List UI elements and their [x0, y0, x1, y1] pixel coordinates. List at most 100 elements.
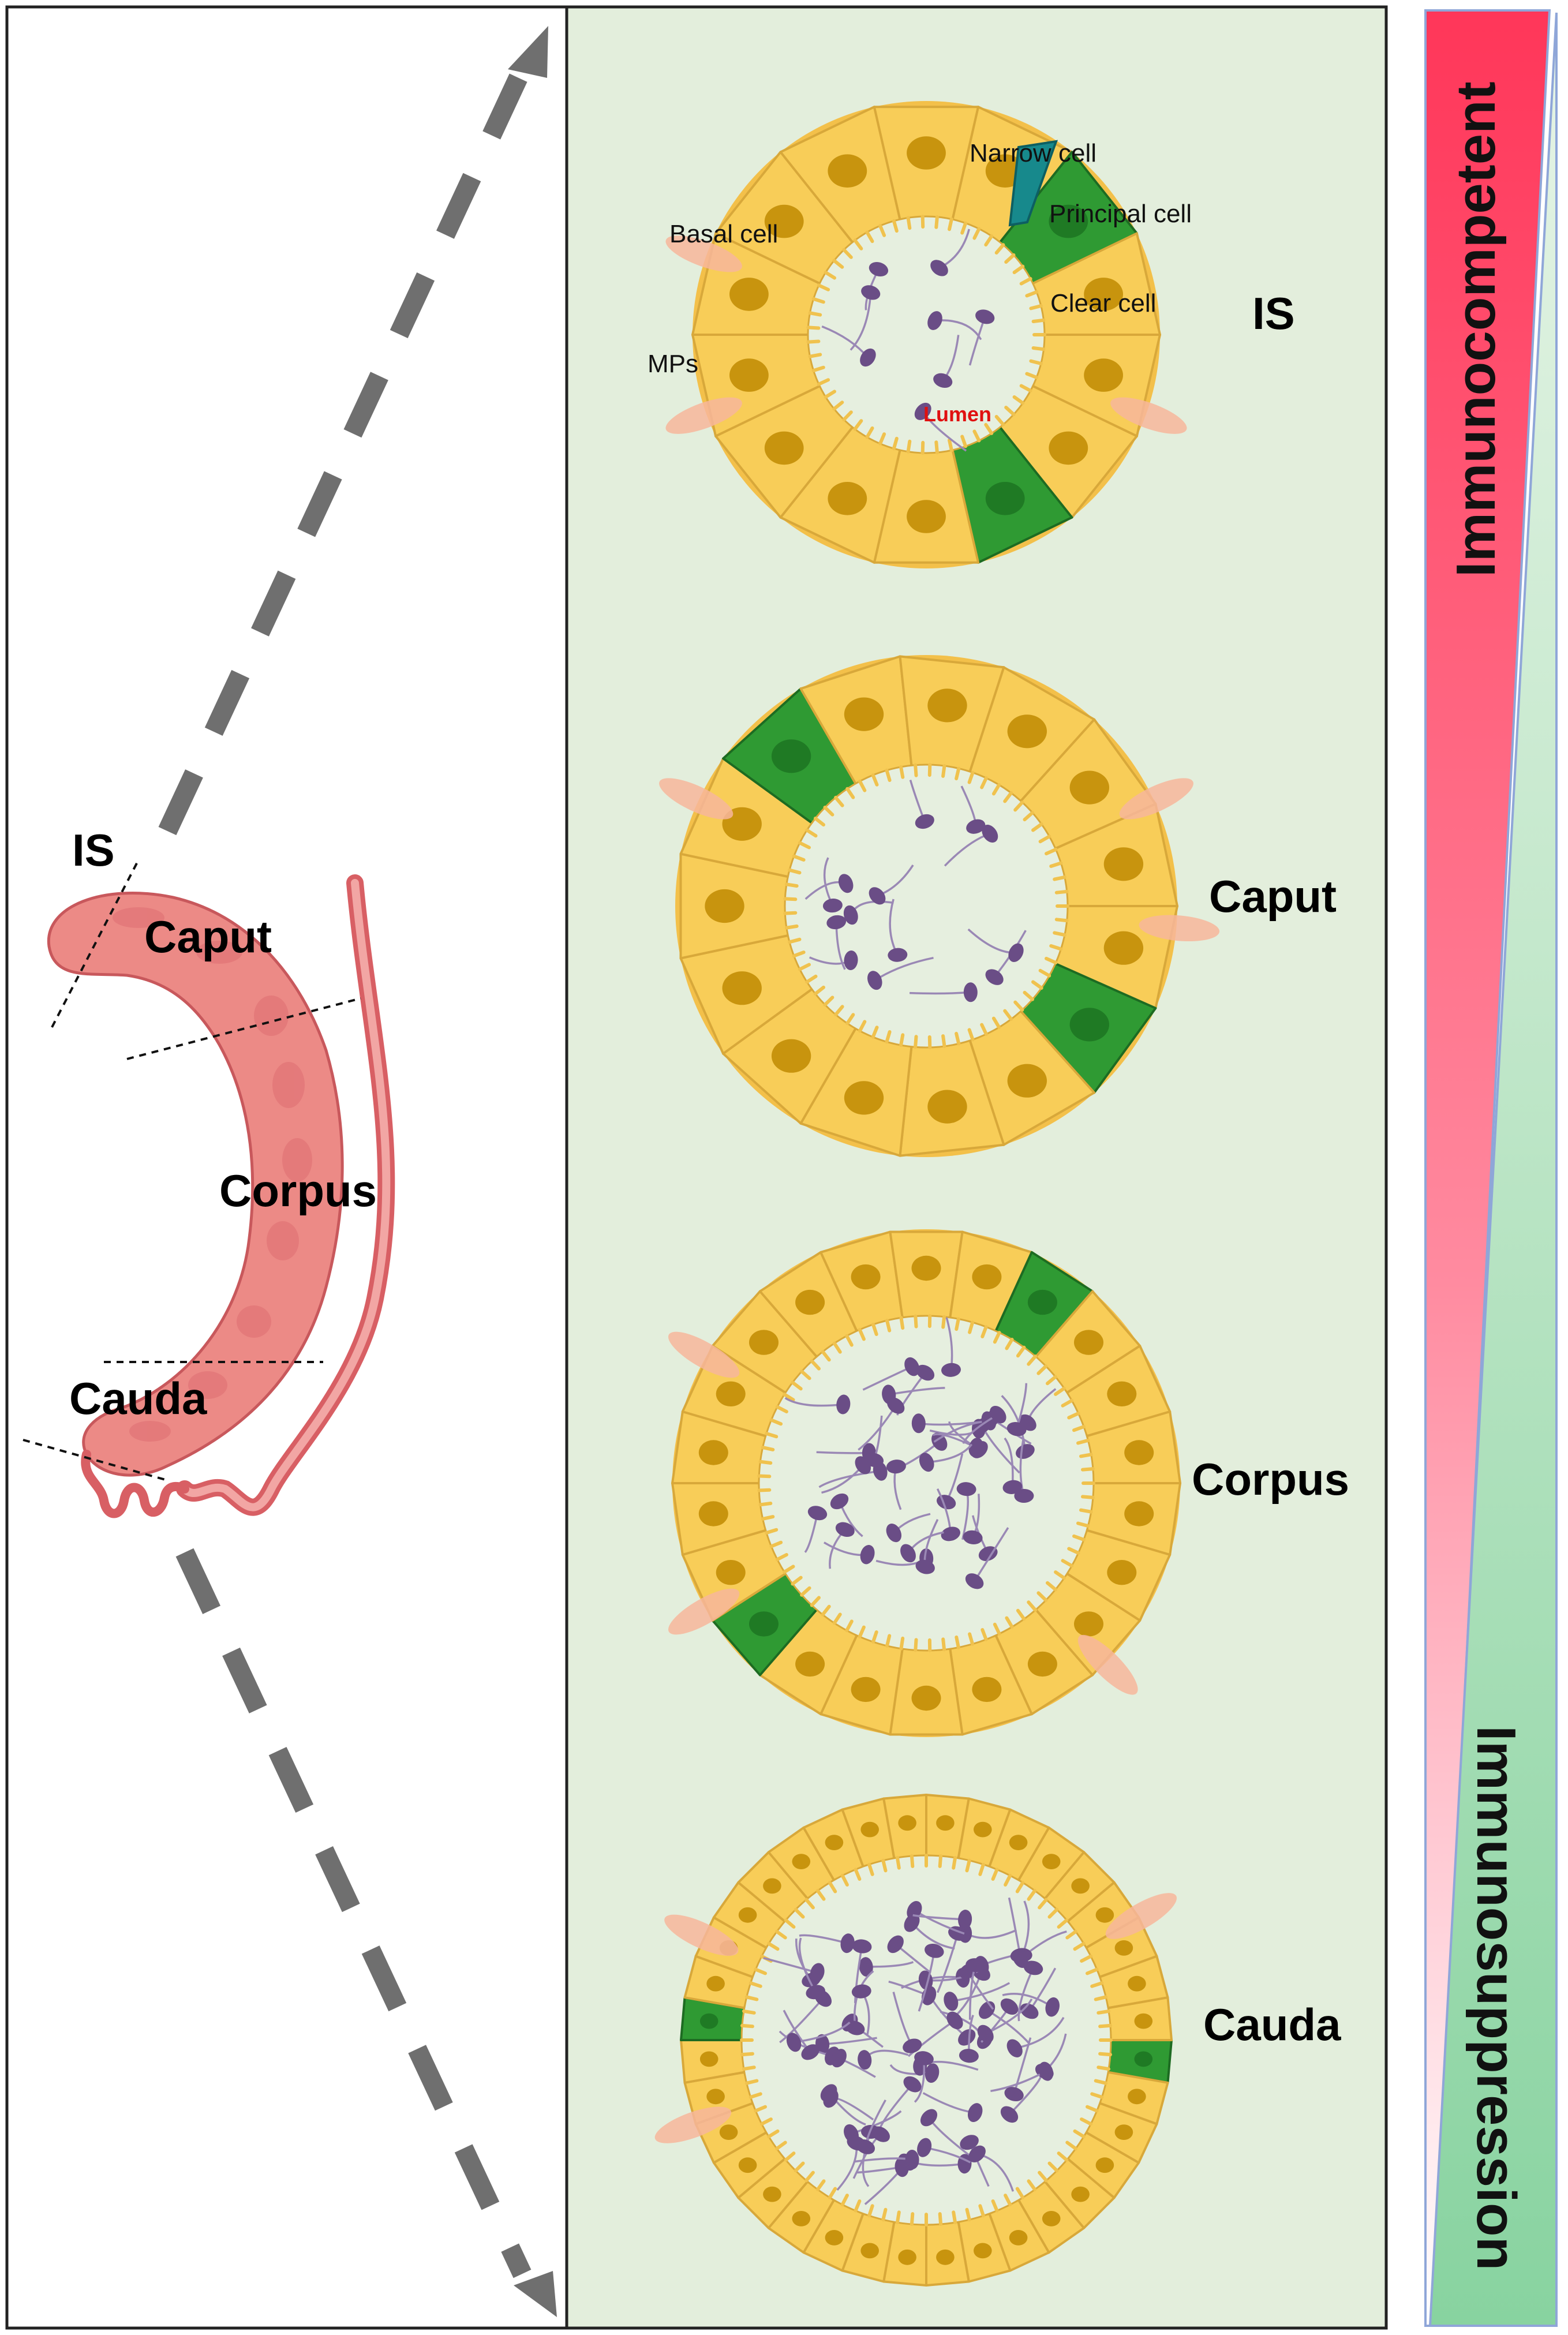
microvillus: [871, 773, 879, 787]
sperm-head: [1006, 2039, 1023, 2057]
microvillus: [783, 1565, 795, 1574]
microvillus: [892, 436, 899, 451]
microvillus: [805, 974, 818, 984]
microvillus: [1080, 1954, 1093, 1963]
label-immunosuppression: Immunosuppression: [1465, 1726, 1527, 2270]
sperm-head: [982, 825, 998, 843]
microvillus: [828, 2187, 837, 2199]
sperm-tail: [799, 1934, 848, 1944]
microvillus: [1054, 918, 1069, 923]
sperm-head: [1038, 2061, 1054, 2081]
microvillus: [754, 2105, 767, 2113]
nucleus: [1084, 278, 1123, 311]
microvillus: [1067, 1412, 1080, 1420]
sperm-head: [968, 2145, 986, 2162]
microvillus: [757, 1474, 772, 1479]
sperm-head: [966, 819, 986, 834]
sperm-tail: [816, 1451, 869, 1454]
microvillus: [817, 283, 830, 291]
nucleus: [828, 482, 867, 515]
microvillus: [832, 1612, 842, 1625]
microvillus: [955, 1031, 961, 1046]
microvillus: [895, 2210, 901, 2225]
sperm-head: [1045, 1997, 1060, 2017]
nucleus: [749, 1611, 779, 1637]
sperm-head: [1014, 1488, 1034, 1503]
sperm-tail: [1004, 1437, 1014, 1487]
sperm-tail: [1014, 2016, 1065, 2049]
sperm-tail: [1001, 1395, 1027, 1452]
microvillus: [824, 390, 836, 399]
microvillus: [1004, 253, 1016, 264]
sperm-head: [867, 971, 882, 990]
nucleus: [860, 1821, 879, 1838]
microvillus: [1027, 1354, 1038, 1366]
microvillus: [1012, 264, 1025, 274]
nucleus: [1134, 2051, 1153, 2067]
nucleus: [698, 1501, 728, 1526]
microvillus: [865, 426, 874, 439]
sperm-head: [933, 373, 953, 388]
microvillus: [885, 1634, 892, 1648]
microvillus: [1016, 1345, 1026, 1358]
nucleus: [1009, 2230, 1028, 2246]
microvillus: [858, 1020, 867, 1033]
microvillus: [775, 2141, 787, 2151]
microvillus: [791, 1380, 803, 1391]
sperm-head: [1012, 1948, 1032, 1962]
nucleus: [792, 1854, 811, 1870]
sperm-head: [858, 2050, 872, 2070]
microvillus: [1031, 822, 1043, 832]
microvillus: [853, 419, 863, 431]
microvillus: [1054, 889, 1069, 895]
microvillus: [984, 422, 994, 435]
sperm-head: [1004, 2087, 1024, 2102]
microvillus: [981, 1628, 988, 1641]
sperm-head: [904, 1357, 920, 1376]
nucleus: [1071, 1878, 1090, 1894]
microvillus: [810, 1596, 821, 1607]
sperm-head: [946, 2011, 963, 2030]
label-basal-cell: Basal cell: [669, 220, 778, 248]
microvillus: [840, 2194, 849, 2207]
microvillus: [1013, 800, 1024, 812]
microvillus: [906, 439, 912, 454]
organ-label-caput: Caput: [144, 911, 272, 962]
microvillus: [775, 1405, 788, 1413]
microvillus: [892, 219, 899, 233]
microvillus: [1054, 1386, 1066, 1396]
sperm-head: [860, 1545, 875, 1565]
microvillus: [1012, 395, 1025, 405]
microvillus: [867, 2204, 874, 2218]
microvillus: [775, 1553, 788, 1562]
microvillus: [800, 1369, 811, 1380]
cauda-coils: [81, 1450, 189, 1518]
sperm-head: [916, 1364, 935, 1381]
microvillus: [784, 2151, 796, 2162]
sperm-head: [869, 261, 889, 277]
microvillus: [1046, 1375, 1057, 1386]
macrophage-mp: [654, 2106, 732, 2143]
microvillus: [952, 1855, 957, 1870]
microvillus: [1054, 1570, 1066, 1580]
nucleus: [851, 1677, 881, 1702]
microvillus: [1094, 2079, 1108, 2085]
microvillus: [1073, 2129, 1086, 2139]
nucleus: [1074, 1611, 1103, 1637]
nucleus: [927, 688, 967, 723]
microvillus: [854, 1868, 862, 1881]
sperm-tail: [1013, 2037, 1032, 2095]
microvillus: [1019, 384, 1032, 392]
nucleus: [1049, 204, 1088, 238]
sperm-tail: [985, 1998, 1033, 2035]
microvillus: [804, 2171, 815, 2183]
sperm-head: [835, 1522, 855, 1537]
microvillus: [740, 2052, 754, 2057]
nucleus: [1107, 1381, 1137, 1406]
sperm-head: [911, 1413, 926, 1434]
microvillus: [1005, 1616, 1014, 1629]
microvillus: [980, 1023, 988, 1036]
microvillus: [749, 2092, 762, 2099]
nucleus: [936, 2249, 955, 2265]
microvillus: [1023, 811, 1034, 822]
